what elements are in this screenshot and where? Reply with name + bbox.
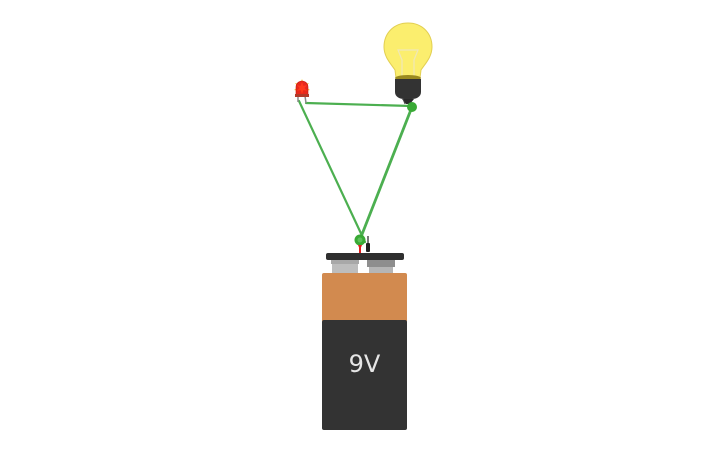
led-spark-icon <box>297 82 307 94</box>
battery-terminal-positive-body <box>332 264 358 274</box>
wire-led-to-battery[interactable] <box>297 99 367 244</box>
wire-led-to-bulb[interactable] <box>304 101 413 108</box>
bulb-terminal-node[interactable] <box>407 102 417 112</box>
battery-body <box>322 320 407 430</box>
probe-negative-icon <box>366 243 370 252</box>
battery-terminal-negative-body <box>369 267 393 274</box>
battery-positive-node-highlight <box>357 237 363 243</box>
battery-top-band <box>322 273 407 322</box>
battery-terminal-positive <box>331 260 359 264</box>
bulb-lead <box>402 98 406 105</box>
battery-voltage-label: 9V <box>348 350 381 378</box>
battery-terminal-negative <box>367 260 395 267</box>
bulb-base-icon <box>395 79 421 99</box>
led[interactable] <box>294 79 310 104</box>
probe-positive-tip <box>358 245 362 250</box>
battery-probes <box>358 236 370 253</box>
battery-cap <box>326 253 404 260</box>
battery-9v[interactable] <box>322 253 407 430</box>
led-base <box>295 94 309 97</box>
wires <box>297 99 414 244</box>
light-bulb[interactable] <box>383 22 433 105</box>
bulb-filament-icon <box>397 49 419 76</box>
led-leg-right <box>304 95 307 104</box>
wire-bulb-to-battery[interactable] <box>357 105 414 244</box>
